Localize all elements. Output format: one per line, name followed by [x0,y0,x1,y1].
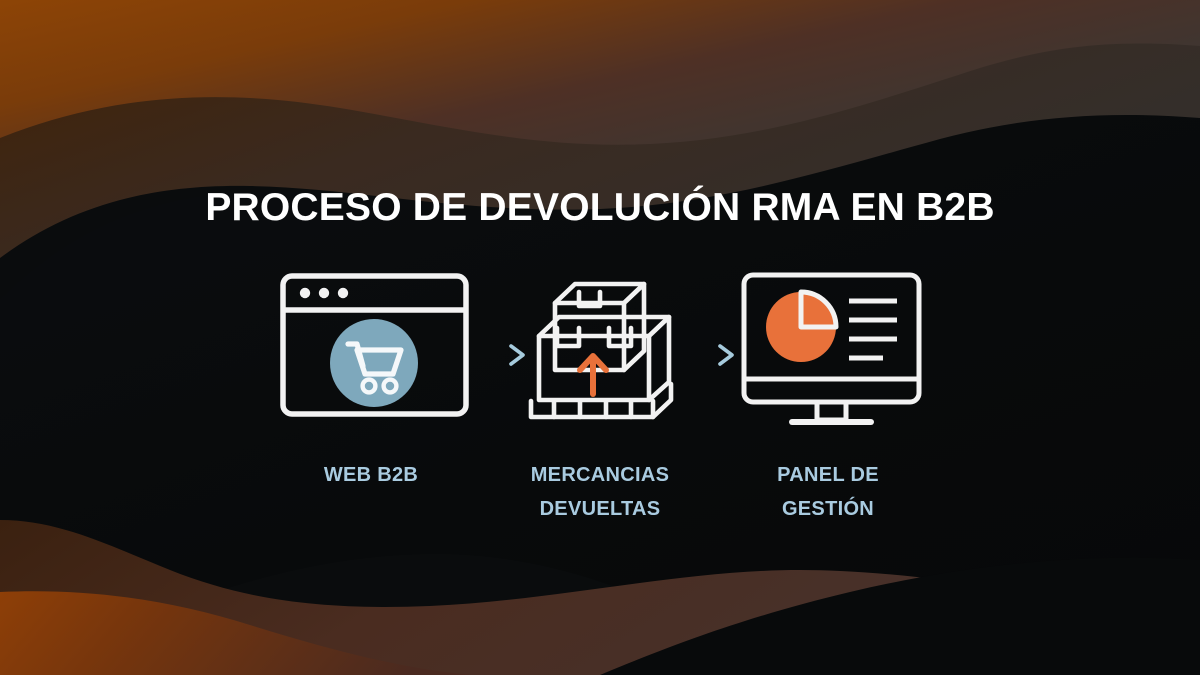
monitor-pie-chart-dashboard-icon [741,272,922,425]
dashboard-lines [849,298,897,361]
arrow-head [718,344,734,366]
wave-black-bottom-right [600,557,1200,675]
process-flow [255,270,945,450]
wave-orange-bottom-left [0,591,470,675]
caption-line-2: GESTIÓN [781,498,875,520]
stacked-boxes-return-arrow-icon [528,281,674,420]
caption-web-b2b: WEB B2B [276,458,466,492]
arrow-2 [682,342,742,373]
browser-window-shopping-cart-icon [280,273,469,417]
caption-panel-de-gestion: PANEL DE GESTIÓN [733,458,923,526]
caption-line: WEB B2B [323,464,419,486]
pie-slice-outline [798,289,839,330]
return-up-arrow-icon [577,353,609,397]
caption-line-1: MERCANCIAS [530,464,670,486]
step-web-b2b[interactable] [277,270,472,425]
arrow-head [509,344,525,366]
caption-line-1: PANEL DE [777,464,879,486]
page-title: PROCESO DE DEVOLUCIÓN RMA EN B2B [205,186,995,229]
wave-brown-top [0,43,1200,258]
step-panel-de-gestion[interactable] [739,270,924,435]
arrow-1 [473,342,533,373]
caption-mercancias-devueltas: MERCANCIAS DEVUELTAS [505,458,695,526]
wave-black-center [0,114,1200,675]
wave-orange-top [0,0,1200,147]
step-mercancias-devueltas[interactable] [527,270,687,425]
caption-line-2: DEVUELTAS [539,498,661,520]
